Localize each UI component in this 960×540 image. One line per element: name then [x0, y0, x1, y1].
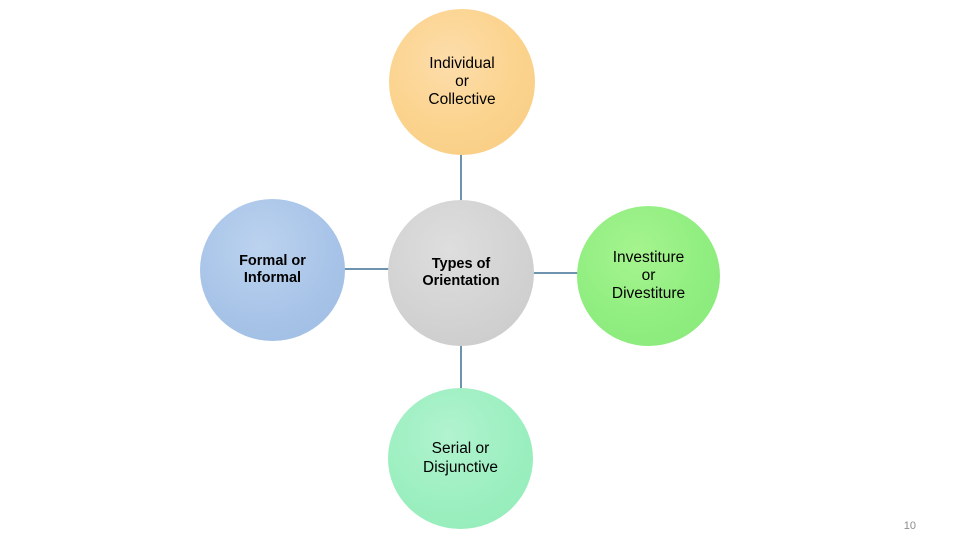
connector-center-to-right: [531, 272, 581, 274]
node-formal-or-informal[interactable]: Formal or Informal: [200, 199, 345, 341]
node-individual-or-collective[interactable]: Individual or Collective: [389, 9, 535, 155]
node-types-of-orientation-label: Types of Orientation: [422, 255, 500, 289]
connector-center-to-top: [460, 152, 462, 202]
connector-center-to-left: [340, 268, 392, 270]
node-serial-or-disjunctive-label: Serial or Disjunctive: [423, 440, 498, 476]
connector-center-to-bottom: [460, 344, 462, 390]
node-investiture-or-divestiture[interactable]: Investiture or Divestiture: [577, 206, 720, 346]
node-investiture-or-divestiture-label: Investiture or Divestiture: [611, 248, 686, 303]
page-number: 10: [903, 520, 916, 532]
node-individual-or-collective-label: Individual or Collective: [428, 54, 496, 109]
node-formal-or-informal-label: Formal or Informal: [239, 252, 306, 286]
node-types-of-orientation[interactable]: Types of Orientation: [388, 200, 534, 346]
node-serial-or-disjunctive[interactable]: Serial or Disjunctive: [388, 388, 533, 529]
